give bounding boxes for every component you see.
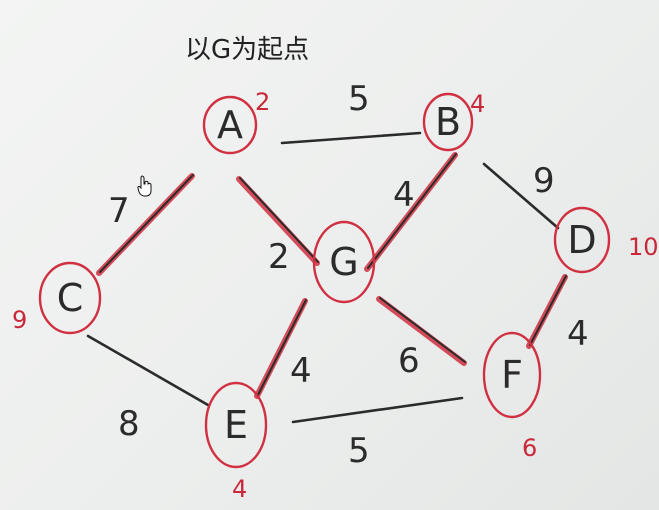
edge-weight-b-g: 4 — [393, 175, 415, 215]
edge-weight-e-f: 5 — [348, 431, 370, 471]
edge-b-d — [482, 162, 560, 230]
node-label-f: F — [501, 353, 523, 397]
node-distance-a: 2 — [255, 88, 270, 116]
edge-highlight-g-f — [376, 296, 467, 366]
edge-weight-a-c: 7 — [108, 191, 130, 231]
edge-c-e — [86, 334, 210, 407]
edge-highlight-a-g — [236, 176, 320, 266]
node-distance-c: 9 — [12, 306, 27, 334]
node-circle-c — [38, 261, 102, 335]
edge-e-f — [291, 396, 464, 424]
node-distance-f: 6 — [522, 434, 537, 462]
edge-weight-g-f: 6 — [398, 341, 420, 381]
node-circle-g — [312, 220, 376, 304]
node-circle-f — [482, 331, 542, 419]
node-label-e: E — [224, 403, 248, 447]
node-label-d: D — [567, 218, 596, 262]
edge-g-f — [379, 297, 466, 363]
edge-weight-d-f: 4 — [567, 314, 589, 354]
edges-layer — [86, 131, 568, 424]
node-distance-e: 4 — [232, 475, 247, 503]
node-label-g: G — [329, 240, 358, 284]
node-label-c: C — [57, 276, 84, 320]
node-circle-b — [422, 92, 474, 152]
edge-b-g — [367, 153, 457, 269]
node-label-b: B — [435, 100, 461, 144]
diagram-title: 以G为起点 — [185, 35, 309, 65]
node-distance-b: 4 — [470, 90, 485, 118]
edge-d-f — [529, 275, 567, 346]
edge-a-g — [239, 177, 319, 263]
edge-a-c — [99, 174, 194, 273]
edge-weight-b-d: 9 — [533, 161, 555, 201]
node-circle-a — [202, 95, 258, 155]
edge-weight-c-e: 8 — [118, 404, 140, 444]
edge-weight-g-e: 4 — [290, 351, 312, 391]
node-circle-d — [553, 206, 611, 274]
edge-a-b — [280, 131, 422, 145]
node-circle-e — [204, 381, 268, 469]
node-label-a: A — [217, 103, 243, 147]
edge-g-e — [257, 299, 307, 396]
node-distance-d: 10 — [628, 233, 659, 261]
nodes-layer: A B C D E F G — [38, 92, 611, 469]
edge-weight-a-b: 5 — [348, 79, 370, 119]
edge-weight-a-g: 2 — [268, 237, 290, 277]
hand-pointer-icon — [137, 175, 153, 197]
